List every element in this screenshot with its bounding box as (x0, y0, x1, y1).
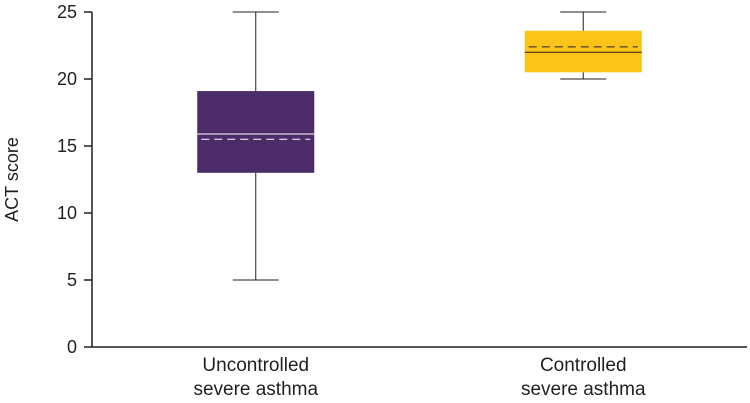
box-group (524, 11, 642, 80)
y-tick-label: 5 (67, 270, 77, 290)
iqr-box (524, 30, 642, 73)
category-label-line1: Controlled (540, 355, 627, 376)
category-label-line1: Uncontrolled (202, 355, 309, 376)
y-ticks: 0 5 10 15 20 25 (57, 2, 92, 357)
y-axis-title: ACT score (2, 137, 22, 222)
boxes (197, 11, 642, 281)
y-tick-label: 10 (57, 203, 77, 223)
category-labels: Uncontrolled severe asthma Controlled sever… (193, 355, 646, 400)
box-group (197, 11, 315, 281)
y-tick-label: 20 (57, 69, 77, 89)
y-tick-label: 25 (57, 2, 77, 22)
y-tick-label: 15 (57, 136, 77, 156)
axes: 0 5 10 15 20 25 (57, 2, 747, 357)
y-tick-label: 0 (67, 337, 77, 357)
iqr-box (197, 91, 315, 173)
category-label-line2: severe asthma (521, 379, 646, 400)
category-label-line2: severe asthma (193, 379, 318, 400)
